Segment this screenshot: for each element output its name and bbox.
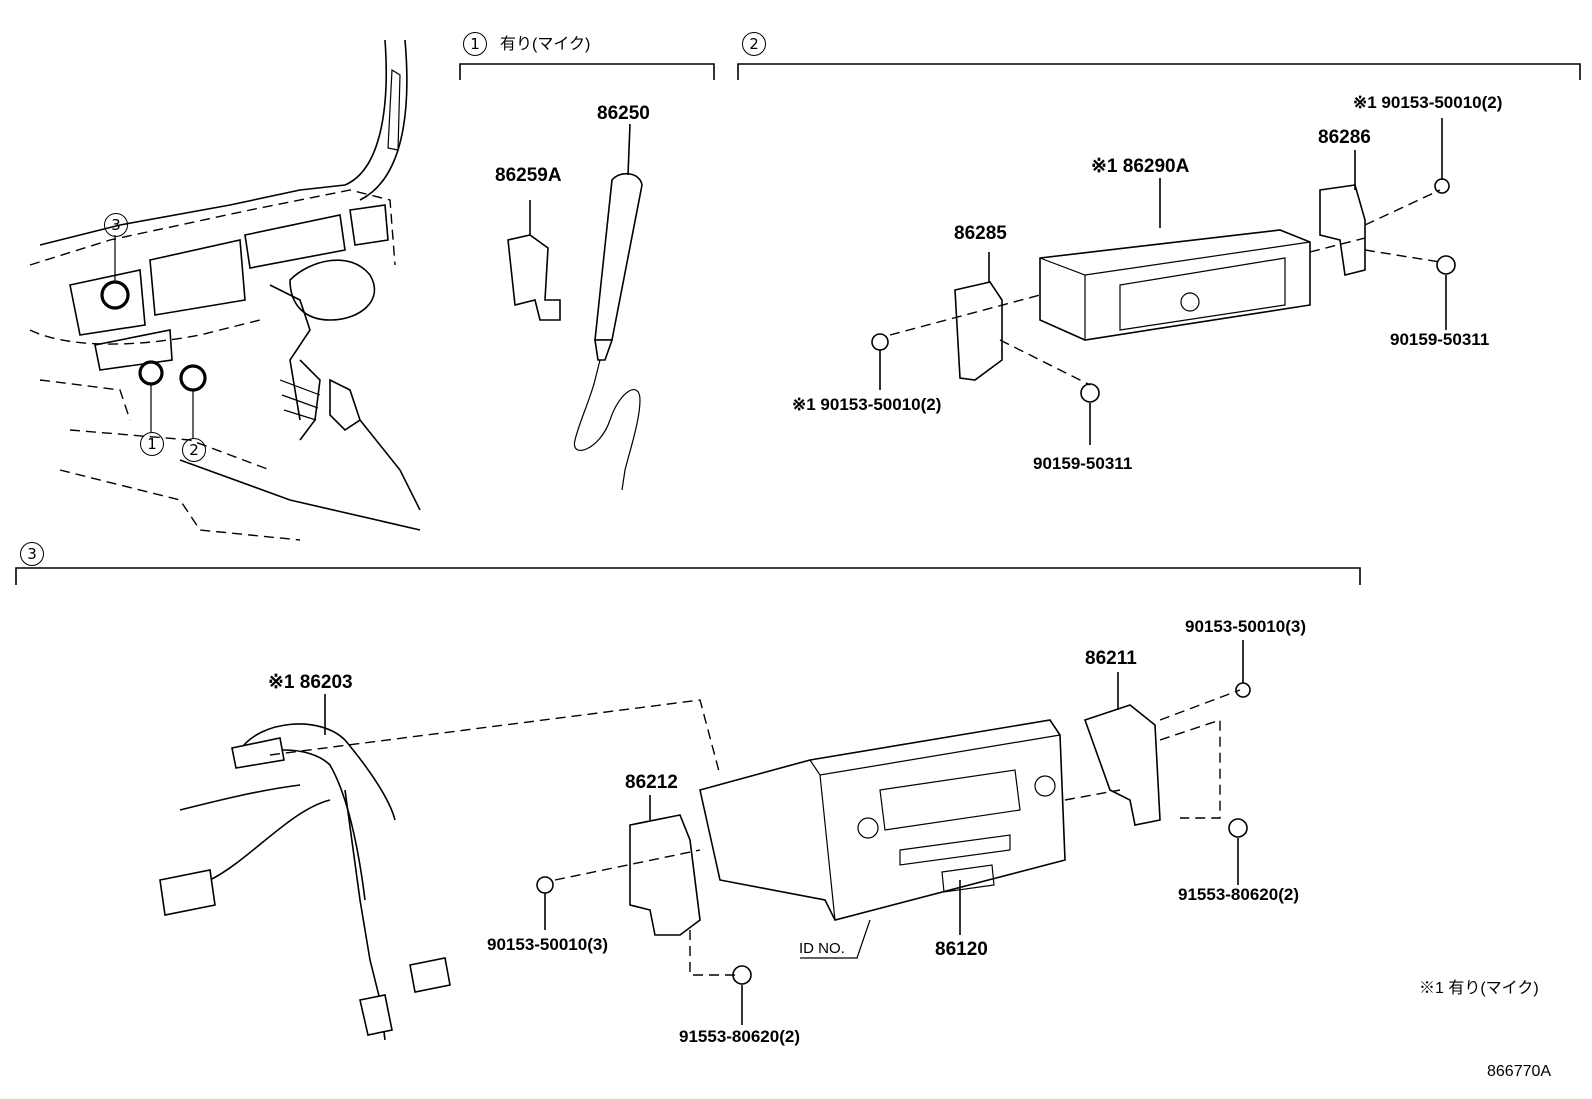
part-label-86286: 86286 — [1318, 127, 1371, 148]
part-label-screw-bottom-s2: 90159-50311 — [1033, 454, 1133, 473]
drawing-id: 866770A — [1487, 1063, 1552, 1080]
microphone-drawing — [573, 123, 643, 491]
callout-marker-1 — [138, 360, 164, 386]
overview-callout-2: 2 — [182, 438, 206, 462]
part-label-bolt-left-s2: ※1 90153-50010(2) — [792, 395, 942, 414]
part-label-bolt-top-right-s3: 90153-50010(3) — [1185, 617, 1306, 636]
part-label-86120: 86120 — [935, 939, 988, 960]
part-label-86203: ※1 86203 — [268, 672, 353, 693]
footnote: ※1 有り(マイク) — [1419, 980, 1539, 997]
part-label-86259a: 86259A — [495, 165, 562, 186]
callout-marker-2 — [179, 364, 207, 392]
part-label-screw-right-s3: 91553-80620(2) — [1178, 885, 1299, 904]
section-2-unit-drawing — [871, 118, 1456, 445]
overview-callout-3: 3 — [104, 213, 128, 237]
section-1-bracket — [459, 63, 715, 80]
part-label-bolt-top-right-s2: ※1 90153-50010(2) — [1353, 93, 1503, 112]
part-label-screw-bottom-s3: 91553-80620(2) — [679, 1027, 800, 1046]
section-2-bracket — [737, 63, 1581, 80]
part-label-86212: 86212 — [625, 772, 678, 793]
microphone-holder-drawing — [507, 200, 561, 321]
section-3-harness-drawing — [159, 694, 451, 1041]
part-label-86290a: ※1 86290A — [1091, 156, 1190, 177]
section-2-number: 2 — [742, 32, 766, 56]
section-1-label: 有り(マイク) — [500, 36, 591, 53]
callout-marker-3 — [100, 280, 130, 310]
part-label-bolt-left-s3: 90153-50010(3) — [487, 935, 608, 954]
part-label-screw-right-s2: 90159-50311 — [1390, 330, 1490, 349]
section-3-radio-drawing — [269, 640, 1251, 1025]
part-label-86211: 86211 — [1085, 648, 1137, 669]
section-1-number: 1 — [463, 32, 487, 56]
part-label-86285: 86285 — [954, 223, 1007, 244]
section-3-number: 3 — [20, 542, 44, 566]
dashboard-overview-illustration — [29, 39, 421, 541]
part-label-86250: 86250 — [597, 103, 650, 124]
section-3-bracket — [15, 567, 1361, 585]
overview-callout-1: 1 — [140, 432, 164, 456]
id-number-label: ID NO. — [799, 940, 845, 957]
